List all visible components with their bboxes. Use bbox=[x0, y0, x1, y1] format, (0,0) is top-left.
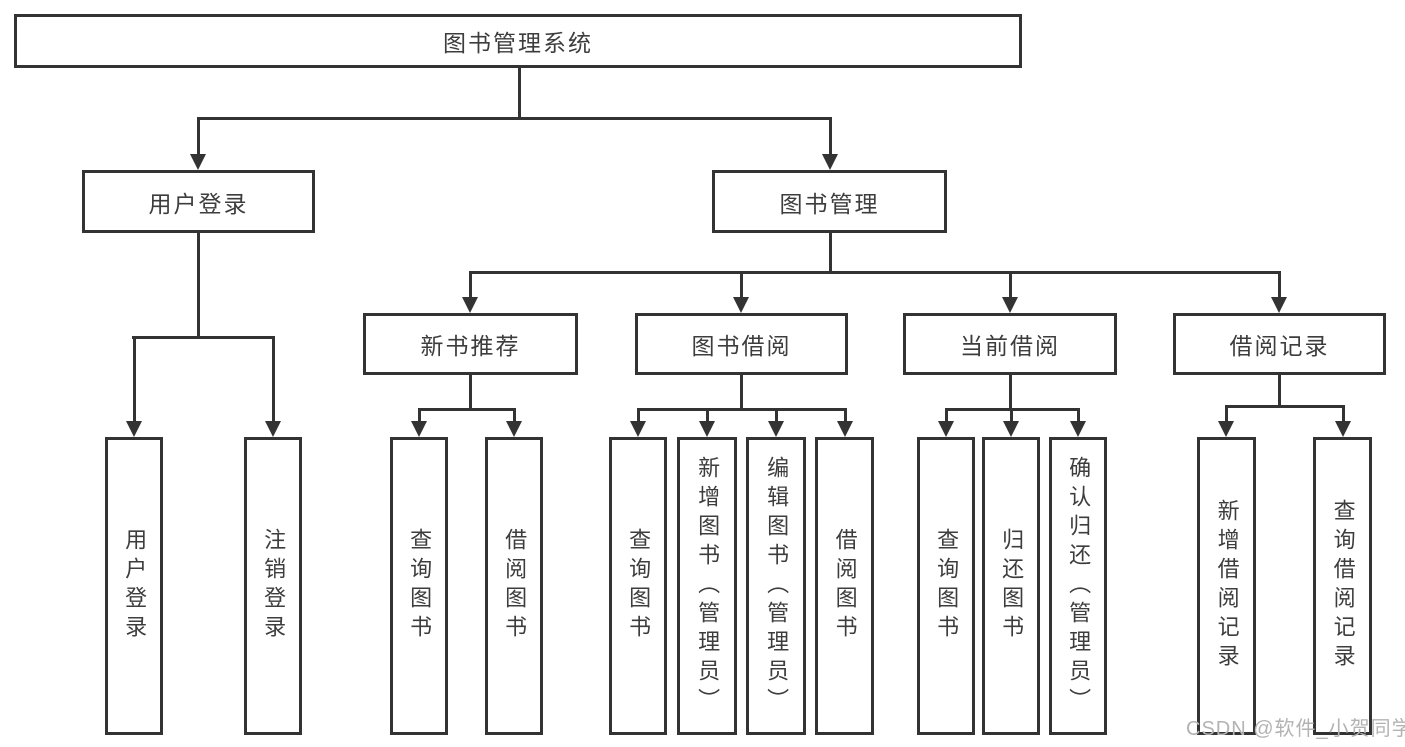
leaf-borrowing-query-books: 查询图书 bbox=[609, 437, 667, 735]
connector-current-stub bbox=[1009, 375, 1012, 408]
connector-drop bbox=[775, 408, 778, 421]
csdn-watermark: CSDN @软件_小贺同学 bbox=[1186, 718, 1405, 740]
arrow-down-icon bbox=[462, 297, 478, 313]
connector-borrowing-bar bbox=[637, 408, 846, 411]
arrow-down-icon bbox=[1271, 297, 1287, 313]
connector-drop bbox=[637, 408, 640, 421]
arrow-down-icon bbox=[699, 421, 715, 437]
connector-userlogin-bar bbox=[132, 336, 274, 339]
leaf-newbooks-query-books: 查询图书 bbox=[390, 437, 448, 735]
connector-bookmgmt-bar bbox=[469, 271, 1281, 274]
connector-drop bbox=[945, 408, 948, 421]
arrow-down-icon bbox=[190, 154, 206, 170]
arrow-down-icon bbox=[1002, 297, 1018, 313]
connector-drop-leaf-logout bbox=[272, 336, 275, 421]
connector-drop bbox=[1010, 408, 1013, 421]
arrow-down-icon bbox=[506, 421, 522, 437]
leaf-user-login: 用户登录 bbox=[105, 437, 163, 735]
connector-drop-records bbox=[1278, 271, 1281, 297]
node-new-book-recommend: 新书推荐 bbox=[363, 313, 578, 375]
leaf-borrowing-add-books-admin: 新增图书（管理员） bbox=[677, 437, 737, 735]
connector-drop bbox=[1077, 408, 1080, 421]
leaf-logout-login: 注销登录 bbox=[244, 437, 302, 735]
node-book-borrowing: 图书借阅 bbox=[635, 313, 848, 375]
connector-root-stub bbox=[518, 68, 521, 117]
connector-userlogin-stub bbox=[197, 233, 200, 336]
node-root-library-system: 图书管理系统 bbox=[14, 14, 1022, 68]
leaf-current-confirm-return-admin: 确认归还（管理员） bbox=[1049, 437, 1107, 735]
connector-drop-current bbox=[1009, 271, 1012, 297]
connector-drop bbox=[418, 408, 421, 421]
arrow-down-icon bbox=[1003, 421, 1019, 437]
connector-bookmgmt-stub bbox=[829, 233, 832, 271]
arrow-down-icon bbox=[630, 421, 646, 437]
arrow-down-icon bbox=[938, 421, 954, 437]
arrow-down-icon bbox=[1218, 421, 1234, 437]
connector-newbook-stub bbox=[469, 375, 472, 408]
arrow-down-icon bbox=[1335, 421, 1351, 437]
connector-drop bbox=[513, 408, 516, 421]
arrow-down-icon bbox=[768, 421, 784, 437]
leaf-newbooks-borrow-books: 借阅图书 bbox=[485, 437, 543, 735]
leaf-current-query-books: 查询图书 bbox=[917, 437, 975, 735]
connector-root-bar bbox=[197, 117, 832, 120]
arrow-down-icon bbox=[733, 297, 749, 313]
connector-drop-borrowing bbox=[740, 271, 743, 297]
node-book-management: 图书管理 bbox=[712, 170, 947, 233]
arrow-down-icon bbox=[1070, 421, 1086, 437]
node-current-borrowing: 当前借阅 bbox=[903, 313, 1117, 375]
node-borrow-records: 借阅记录 bbox=[1173, 313, 1386, 375]
leaf-current-return-books: 归还图书 bbox=[982, 437, 1040, 735]
leaf-records-add-borrow-record: 新增借阅记录 bbox=[1197, 437, 1256, 735]
connector-drop-new-book bbox=[469, 271, 472, 297]
arrow-down-icon bbox=[411, 421, 427, 437]
connector-borrowing-stub bbox=[740, 375, 743, 408]
connector-drop-leaf-user-login bbox=[133, 336, 136, 421]
connector-drop bbox=[1225, 405, 1228, 421]
connector-drop bbox=[706, 408, 709, 421]
connector-newbook-bar bbox=[418, 408, 516, 411]
arrow-down-icon bbox=[837, 421, 853, 437]
arrow-down-icon bbox=[126, 421, 142, 437]
connector-drop bbox=[844, 408, 847, 421]
leaf-borrowing-edit-books-admin: 编辑图书（管理员） bbox=[746, 437, 806, 735]
connector-drop-book-management bbox=[829, 117, 832, 154]
connector-records-stub bbox=[1278, 375, 1281, 405]
arrow-down-icon bbox=[265, 421, 281, 437]
connector-records-bar bbox=[1225, 405, 1344, 408]
node-user-login: 用户登录 bbox=[82, 170, 315, 233]
arrow-down-icon bbox=[822, 154, 838, 170]
leaf-borrowing-borrow-books: 借阅图书 bbox=[815, 437, 874, 735]
connector-drop-user-login bbox=[197, 117, 200, 154]
leaf-records-query-borrow-record: 查询借阅记录 bbox=[1313, 437, 1372, 735]
connector-drop bbox=[1342, 405, 1345, 421]
